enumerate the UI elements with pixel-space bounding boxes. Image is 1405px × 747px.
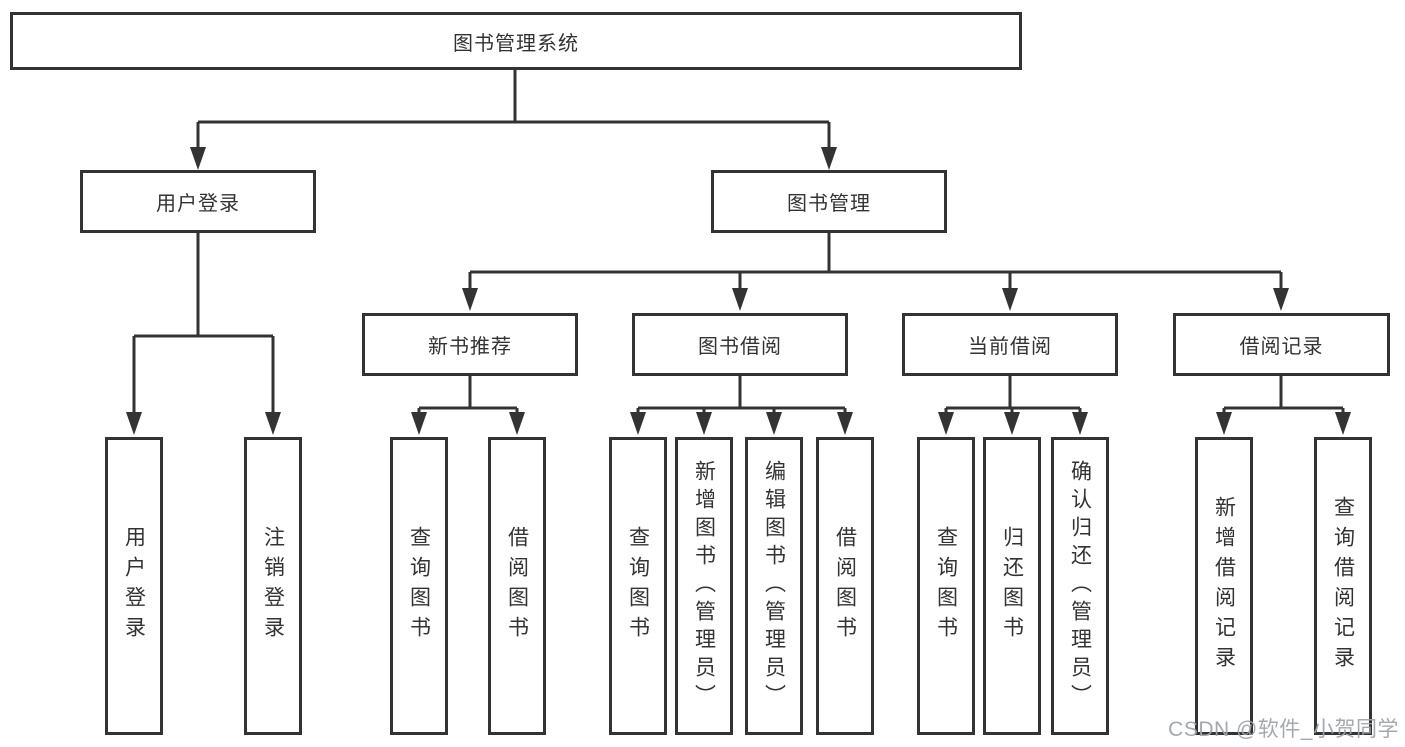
leaf-rec-query-book: 查询图书 xyxy=(390,437,448,735)
leaf-logout: 注销登录 xyxy=(244,437,302,735)
leaf-cb-return-book: 归还图书 xyxy=(983,437,1041,735)
leaf-bb-query-book: 查询图书 xyxy=(609,437,667,735)
node-new-book-recommendation: 新书推荐 xyxy=(362,313,578,376)
leaf-cb-query-book: 查询图书 xyxy=(917,437,975,735)
leaf-bb-borrow-book: 借阅图书 xyxy=(816,437,874,735)
leaf-user-login: 用户登录 xyxy=(105,437,163,735)
node-book-borrowing: 图书借阅 xyxy=(632,313,848,376)
node-current-borrowing: 当前借阅 xyxy=(902,313,1118,376)
leaf-rec-borrow-book: 借阅图书 xyxy=(488,437,546,735)
node-borrowing-records: 借阅记录 xyxy=(1173,313,1390,376)
leaf-bb-edit-book-admin: 编辑图书（管理员） xyxy=(745,437,803,735)
node-user-login: 用户登录 xyxy=(80,170,316,233)
leaf-cb-confirm-return-admin: 确认归还（管理员） xyxy=(1051,437,1109,735)
leaf-bb-add-book-admin: 新增图书（管理员） xyxy=(675,437,733,735)
csdn-watermark: CSDN @软件_小贺同学 xyxy=(1168,718,1399,741)
node-book-management: 图书管理 xyxy=(711,170,947,233)
node-library-management-system: 图书管理系统 xyxy=(10,12,1022,70)
leaf-br-add-record: 新增借阅记录 xyxy=(1195,437,1253,735)
leaf-br-query-record: 查询借阅记录 xyxy=(1314,437,1372,735)
